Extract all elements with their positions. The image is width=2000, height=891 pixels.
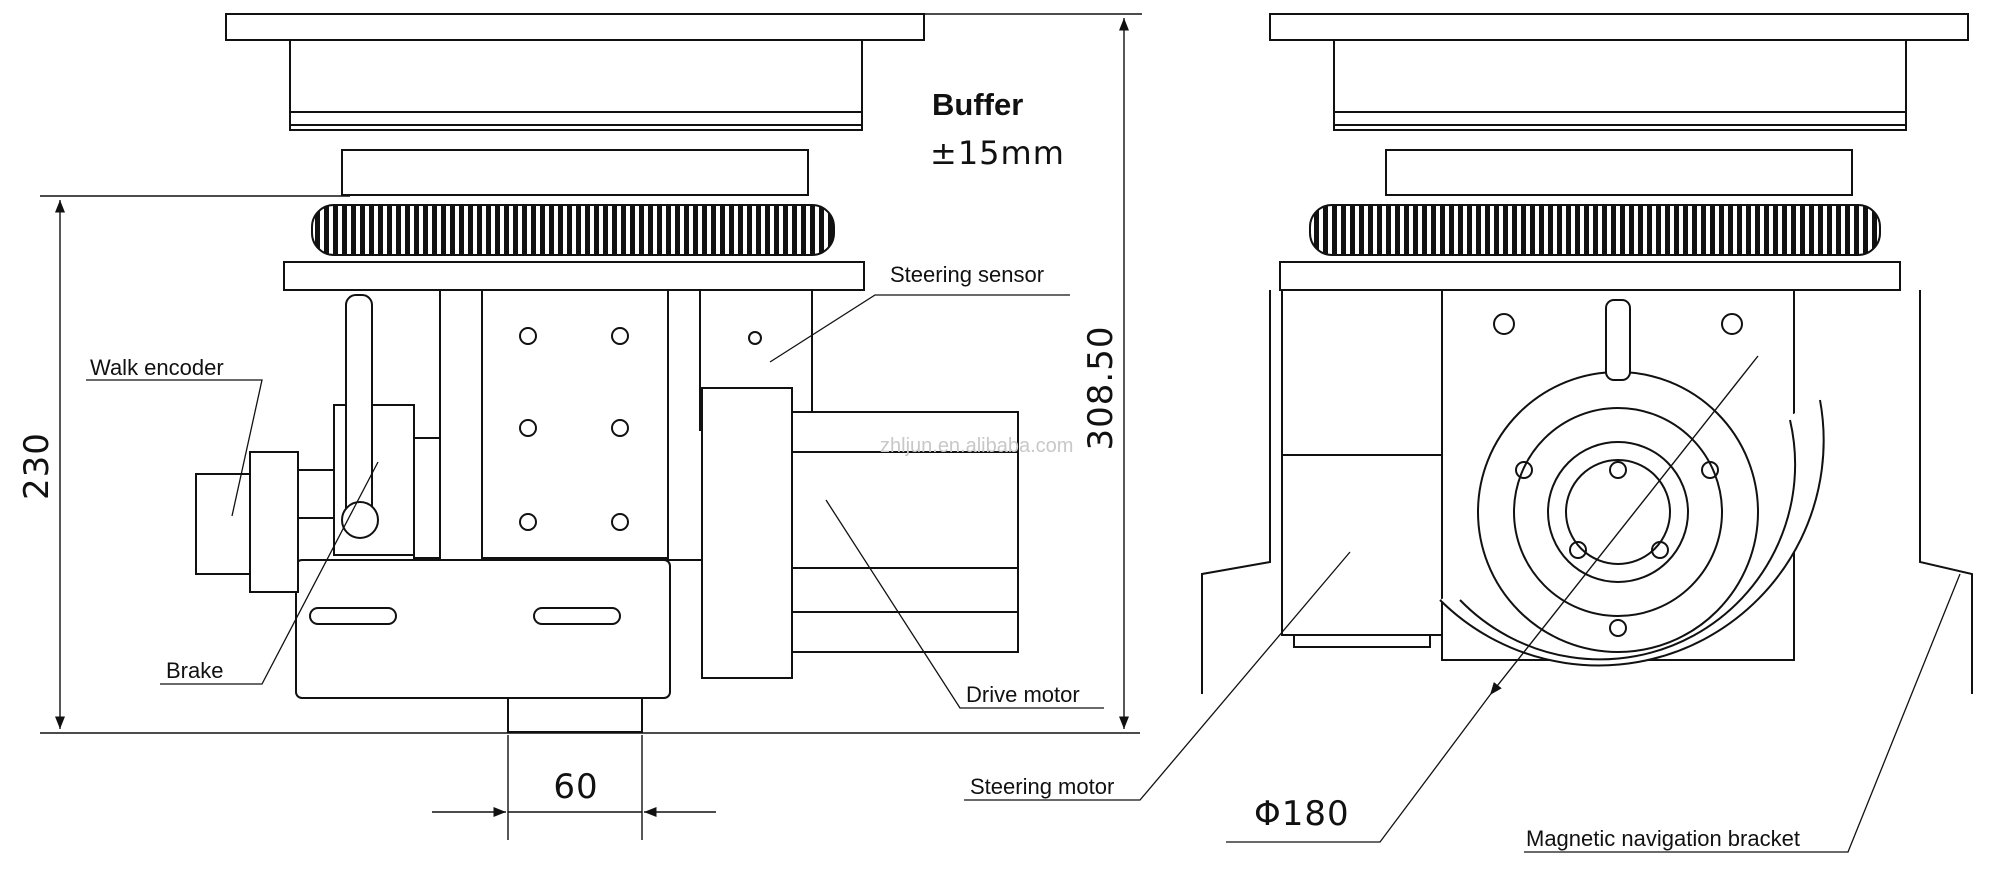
buffer-tolerance-label: ±15mm — [930, 134, 1065, 172]
nav-bracket-left — [1201, 290, 1271, 694]
brake-label: Brake — [166, 658, 223, 683]
wheel-diameter-leader — [1226, 694, 1491, 843]
front-base-plate — [1279, 261, 1901, 291]
front-view — [1201, 13, 1973, 694]
steering-motor-leader — [964, 551, 1351, 801]
dimension-60: 60 — [432, 735, 716, 840]
steering-motor-body — [1281, 454, 1443, 636]
walk-encoder — [195, 473, 251, 575]
steering-sensor-label: Steering sensor — [890, 262, 1044, 287]
brake-bracket — [413, 437, 441, 559]
side-view — [195, 13, 1019, 733]
walk-encoder-leader — [86, 379, 263, 517]
steering-motor-label: Steering motor — [970, 774, 1114, 799]
nav-bracket-right — [1919, 290, 1973, 694]
dimension-60-label: 60 — [553, 767, 598, 807]
brake-leader — [160, 461, 379, 685]
front-buffer-housing — [1333, 39, 1907, 131]
drive-motor-leader — [825, 499, 1104, 709]
front-top-plate — [1269, 13, 1969, 41]
slewing-ring-gear — [311, 204, 835, 256]
buffer-housing — [289, 39, 863, 131]
buffer-label: Buffer — [932, 87, 1023, 122]
dimension-230: 230 — [17, 195, 1140, 734]
dimension-308-50-label: 308.50 — [1081, 326, 1121, 451]
slewing-collar — [341, 149, 809, 196]
hub-bore — [1565, 459, 1671, 565]
dimension-230-label: 230 — [17, 432, 57, 500]
steering-motor-upper — [1281, 289, 1443, 456]
steering-sensor-leader — [769, 294, 1070, 363]
front-brake-handle — [1605, 299, 1631, 381]
motor-flange — [701, 387, 793, 679]
brake-lever — [345, 294, 373, 526]
drive-motor-label: Drive motor — [966, 682, 1080, 707]
dimension-308-50: 308.50 — [924, 13, 1142, 729]
wheel-diameter-label: Φ180 — [1254, 794, 1350, 834]
front-slewing-ring-gear — [1309, 204, 1881, 256]
gearbox-housing — [295, 559, 671, 699]
wheel-hub-bottom — [507, 697, 643, 733]
mounting-block — [481, 289, 669, 559]
watermark: zhljun.en.alibaba.com — [880, 435, 1073, 457]
encoder-housing — [249, 451, 299, 593]
base-plate — [283, 261, 865, 291]
front-slewing-collar — [1385, 149, 1853, 196]
magnetic-navigation-bracket-label: Magnetic navigation bracket — [1526, 826, 1800, 851]
top-plate — [225, 13, 925, 41]
wheel-diameter-line — [1489, 355, 1759, 696]
magnetic-navigation-bracket-leader — [1524, 573, 1961, 853]
walk-encoder-label: Walk encoder — [90, 355, 224, 380]
